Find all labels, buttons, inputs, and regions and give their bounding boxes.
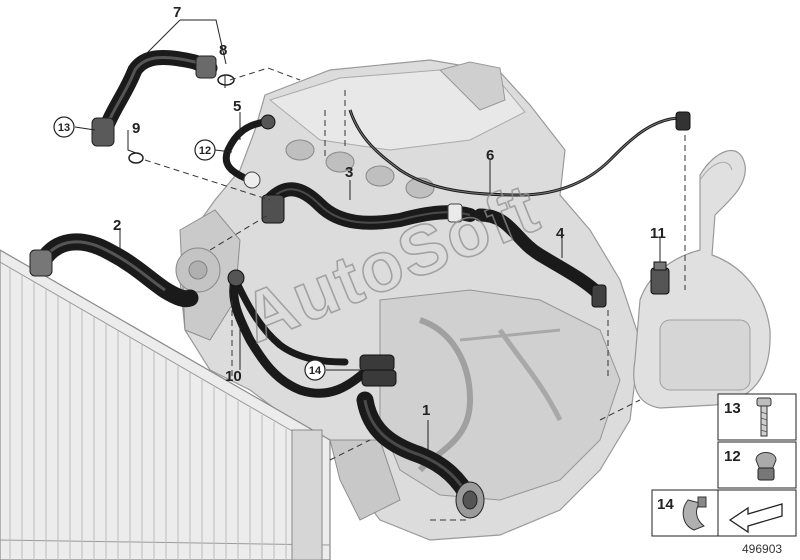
diagram-id: 496903 (742, 542, 782, 556)
dash-lines (144, 67, 686, 521)
callout-2: 2 (113, 217, 121, 234)
callout-3: 3 (345, 164, 353, 181)
clip-icon (755, 452, 777, 481)
callout-12-circle: 12 (194, 139, 216, 161)
legend-13: 13 (717, 393, 797, 441)
arrow-icon (728, 503, 783, 534)
o-ring-9 (128, 152, 144, 164)
callout-13-circle: 13 (53, 116, 75, 138)
legend-12: 12 (717, 441, 797, 489)
callout-7: 7 (173, 4, 181, 21)
hose-2 (29, 233, 199, 308)
callout-13: 13 (58, 122, 70, 134)
hose-10 (227, 269, 370, 398)
callout-5: 5 (233, 98, 241, 115)
hose-7 (91, 50, 218, 147)
callout-1: 1 (422, 402, 430, 419)
hose-14-connectors (359, 354, 397, 387)
hose-4 (473, 208, 607, 308)
hose-6 (348, 109, 691, 197)
o-ring-8 (217, 74, 235, 86)
callout-9: 9 (132, 120, 140, 137)
legend-13-label: 13 (724, 400, 741, 417)
radiator-icon (0, 249, 331, 560)
part-11 (650, 261, 670, 295)
legend-14: 14 (651, 489, 719, 537)
callout-11: 11 (650, 225, 666, 242)
callout-12: 12 (199, 145, 211, 157)
bolt-icon (756, 397, 772, 437)
callout-14-circle: 14 (304, 359, 326, 381)
legend-12-label: 12 (724, 448, 741, 465)
legend-arrow (717, 489, 797, 537)
hose-1 (356, 391, 485, 519)
callout-10: 10 (225, 368, 242, 385)
callout-6: 6 (486, 147, 494, 164)
callout-8: 8 (219, 42, 227, 59)
clamp-icon (682, 496, 707, 531)
callout-14: 14 (309, 365, 322, 377)
leader-lines (74, 19, 661, 450)
legend-14-label: 14 (657, 496, 674, 513)
hose-5 (222, 114, 276, 189)
expansion-tank (633, 149, 771, 409)
callout-4: 4 (556, 225, 565, 242)
hose-3 (261, 182, 477, 230)
